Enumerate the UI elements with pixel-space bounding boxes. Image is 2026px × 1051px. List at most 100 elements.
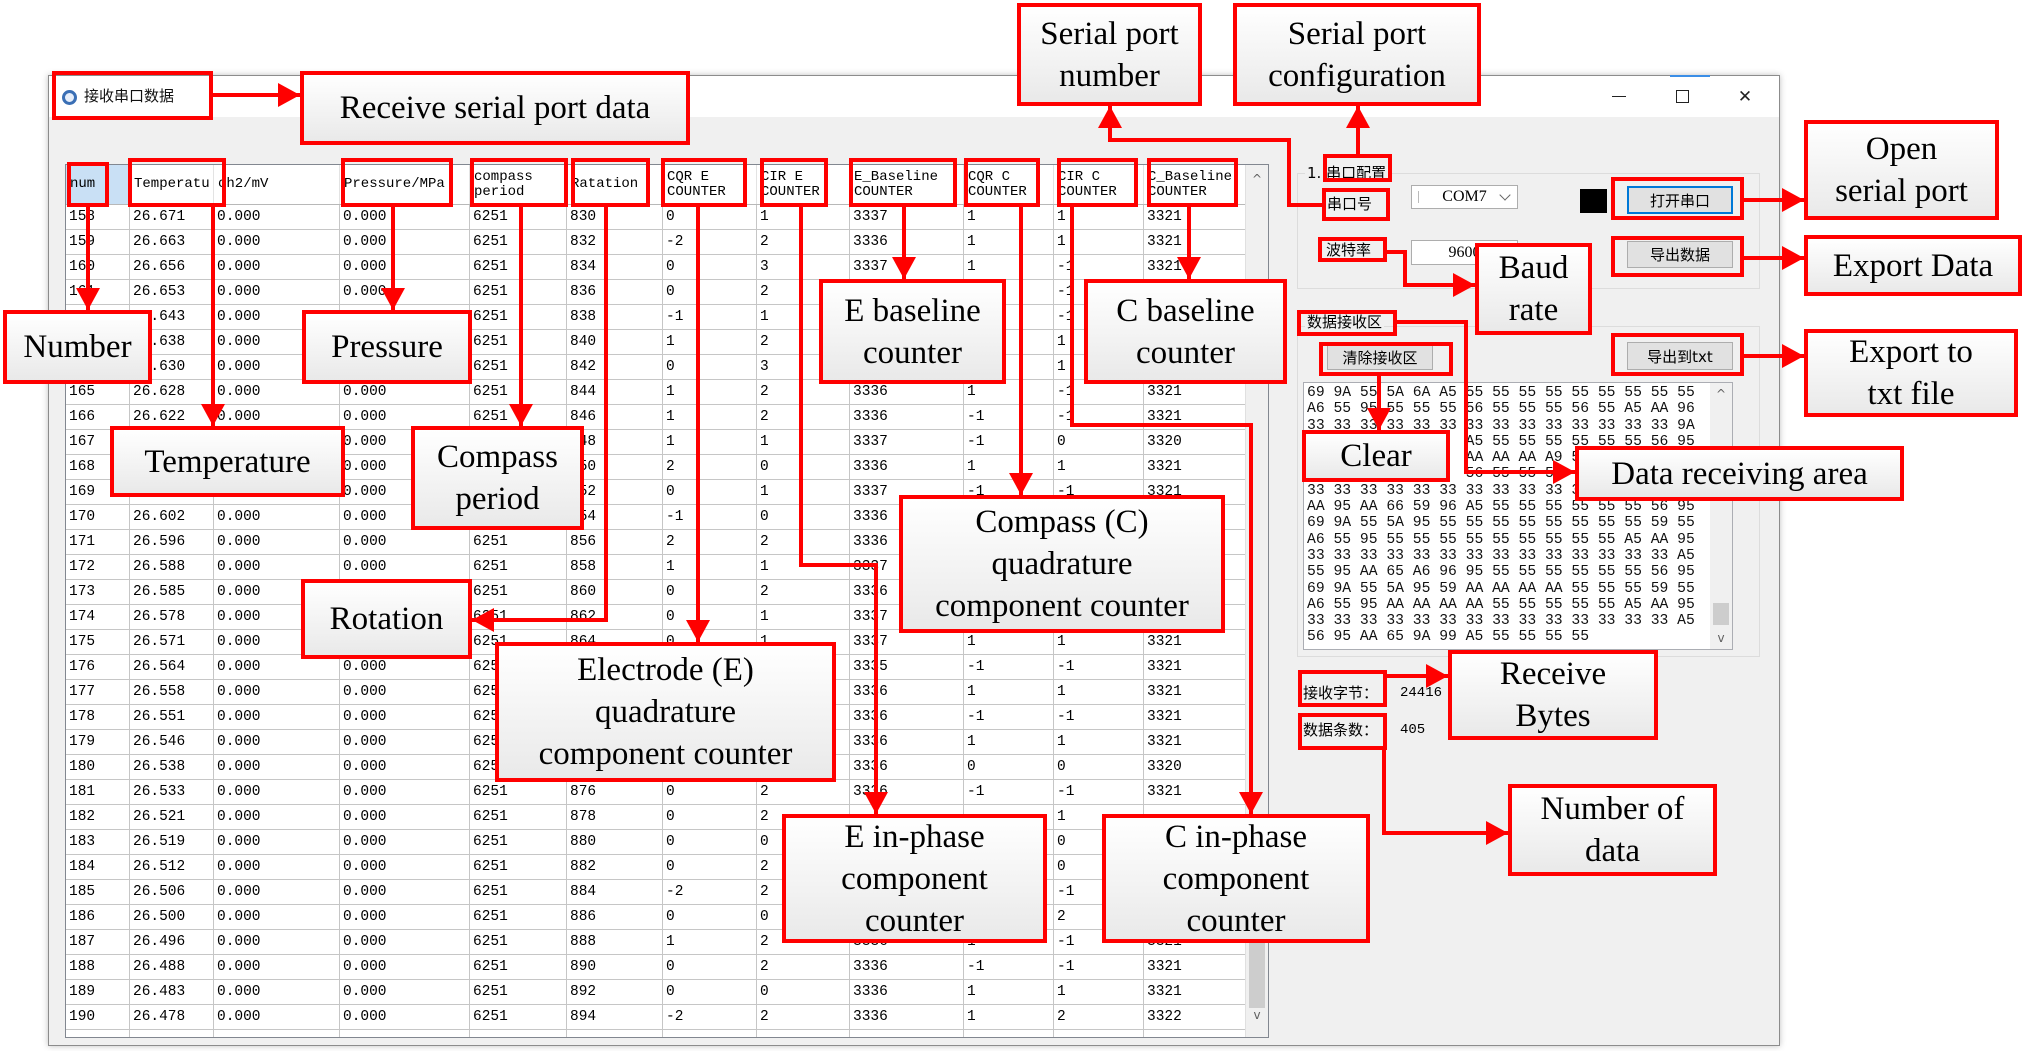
table-cell-pressure[interactable]: 0.000 xyxy=(340,255,470,279)
table-cell-cqr-c[interactable] xyxy=(964,855,1054,879)
table-cell-cqr-c[interactable]: 1 xyxy=(964,255,1054,279)
table-cell-cqr-c[interactable] xyxy=(964,280,1054,304)
table-cell-ch2[interactable]: 0.000 xyxy=(214,855,340,879)
table-cell-temperature[interactable]: 26.546 xyxy=(130,730,214,754)
table-cell-cir-e[interactable]: 2 xyxy=(757,530,850,554)
table-cell-temperature[interactable] xyxy=(130,1030,214,1037)
table-cell-num[interactable]: 187 xyxy=(66,930,130,954)
table-cell-cir-e[interactable]: 3 xyxy=(757,255,850,279)
table-cell-cir-c[interactable]: 1 xyxy=(1054,630,1144,654)
table-cell-compass-period[interactable]: 6251 xyxy=(470,255,567,279)
table-cell-cir-e[interactable]: 0 xyxy=(757,980,850,1004)
table-cell-cqr-c[interactable]: 1 xyxy=(964,455,1054,479)
table-cell-num[interactable]: 158 xyxy=(66,205,130,229)
table-cell-pressure[interactable]: 0.000 xyxy=(340,805,470,829)
table-cell-temperature[interactable]: 26.500 xyxy=(130,905,214,929)
table-cell-pressure[interactable]: 0.000 xyxy=(340,280,470,304)
table-cell-ch2[interactable]: 0.000 xyxy=(214,405,340,429)
table-cell-cqr-e[interactable]: 0 xyxy=(663,605,757,629)
table-cell-compass-period[interactable]: 6251 xyxy=(470,205,567,229)
table-cell-e-baseline[interactable]: 3336 xyxy=(850,230,964,254)
table-cell-rotation[interactable]: 840 xyxy=(567,330,663,354)
table-cell-temperature[interactable]: 26.488 xyxy=(130,955,214,979)
table-cell-cqr-c[interactable]: 1 xyxy=(964,680,1054,704)
table-cell-ch2[interactable]: 0.000 xyxy=(214,555,340,579)
table-cell-cqr-e[interactable]: 0 xyxy=(663,805,757,829)
table-cell-temperature[interactable]: 26.519 xyxy=(130,830,214,854)
table-cell-cir-e[interactable]: 1 xyxy=(757,480,850,504)
column-header-compass-period[interactable]: compass period xyxy=(470,165,567,204)
table-cell-num[interactable]: 176 xyxy=(66,655,130,679)
table-cell-rotation[interactable]: 862 xyxy=(567,605,663,629)
table-cell-e-baseline[interactable]: 3336 xyxy=(850,955,964,979)
table-cell-cqr-e[interactable]: 0 xyxy=(663,480,757,504)
table-cell-ch2[interactable]: 0.000 xyxy=(214,980,340,1004)
table-cell-ch2[interactable]: 0.000 xyxy=(214,880,340,904)
table-cell-cqr-c[interactable]: -1 xyxy=(964,405,1054,429)
table-cell-cir-e[interactable]: 0 xyxy=(757,455,850,479)
table-cell-num[interactable]: 185 xyxy=(66,880,130,904)
table-cell-compass-period[interactable] xyxy=(470,1030,567,1037)
table-cell-c-baseline[interactable]: 3321 xyxy=(1144,630,1248,654)
table-cell-ch2[interactable]: 0.000 xyxy=(214,230,340,254)
table-cell-ch2[interactable]: 0.000 xyxy=(214,730,340,754)
table-cell-cir-e[interactable] xyxy=(757,1030,850,1037)
table-cell-temperature[interactable]: 26.671 xyxy=(130,205,214,229)
table-cell-num[interactable]: 173 xyxy=(66,580,130,604)
table-cell-rotation[interactable]: 832 xyxy=(567,230,663,254)
table-cell-cqr-c[interactable]: 1 xyxy=(964,205,1054,229)
column-header-cqr-c[interactable]: CQR C COUNTER xyxy=(964,165,1054,204)
table-cell-cir-e[interactable]: 1 xyxy=(757,555,850,579)
table-cell-rotation[interactable]: 856 xyxy=(567,530,663,554)
table-cell-temperature[interactable]: 26.558 xyxy=(130,680,214,704)
table-cell-pressure[interactable]: 0.000 xyxy=(340,755,470,779)
table-cell-cqr-c[interactable]: 1 xyxy=(964,630,1054,654)
table-cell-temperature[interactable]: 26.578 xyxy=(130,605,214,629)
table-cell-cir-e[interactable]: 2 xyxy=(757,780,850,804)
table-cell-num[interactable]: 160 xyxy=(66,255,130,279)
table-cell-c-baseline[interactable]: 3321 xyxy=(1144,655,1248,679)
scroll-down-icon[interactable]: v xyxy=(1717,631,1725,645)
table-cell-cqr-c[interactable] xyxy=(964,305,1054,329)
table-cell-num[interactable]: 179 xyxy=(66,730,130,754)
table-cell-c-baseline[interactable]: 3321 xyxy=(1144,405,1248,429)
table-cell-e-baseline[interactable]: 3336 xyxy=(850,455,964,479)
table-cell-rotation[interactable]: 844 xyxy=(567,380,663,404)
table-cell-c-baseline[interactable]: 3320 xyxy=(1144,430,1248,454)
table-cell-compass-period[interactable]: 6251 xyxy=(470,230,567,254)
table-cell-cqr-e[interactable]: 1 xyxy=(663,555,757,579)
table-cell-cir-c[interactable]: 1 xyxy=(1054,980,1144,1004)
table-cell-cqr-e[interactable]: 0 xyxy=(663,355,757,379)
table-cell-temperature[interactable]: 26.512 xyxy=(130,855,214,879)
scroll-down-icon[interactable]: v xyxy=(1253,1008,1261,1022)
table-cell-cqr-c[interactable]: 1 xyxy=(964,380,1054,404)
table-cell-cqr-e[interactable]: 1 xyxy=(663,405,757,429)
table-cell-cqr-e[interactable]: -1 xyxy=(663,305,757,329)
table-cell-c-baseline[interactable]: 3321 xyxy=(1144,255,1248,279)
table-cell-rotation[interactable]: 860 xyxy=(567,580,663,604)
table-cell-cir-e[interactable]: 0 xyxy=(757,505,850,529)
table-cell-compass-period[interactable]: 6251 xyxy=(470,880,567,904)
table-cell-ch2[interactable]: 0.000 xyxy=(214,780,340,804)
table-cell-num[interactable]: 184 xyxy=(66,855,130,879)
table-cell-e-baseline[interactable]: 3336 xyxy=(850,405,964,429)
table-cell-cqr-c[interactable] xyxy=(964,880,1054,904)
table-cell-temperature[interactable]: 26.533 xyxy=(130,780,214,804)
table-cell-rotation[interactable]: 882 xyxy=(567,855,663,879)
table-cell-compass-period[interactable]: 6251 xyxy=(470,930,567,954)
table-cell-cqr-e[interactable]: 1 xyxy=(663,380,757,404)
column-header-e-baseline[interactable]: E_Baseline COUNTER xyxy=(850,165,964,204)
table-cell-ch2[interactable]: 0.000 xyxy=(214,705,340,729)
textarea-scrollbar[interactable]: ^ v xyxy=(1710,383,1732,649)
table-cell-temperature[interactable]: 26.585 xyxy=(130,580,214,604)
table-cell-e-baseline[interactable]: 3337 xyxy=(850,630,964,654)
maximize-button[interactable] xyxy=(1659,76,1705,117)
table-cell-cqr-c[interactable] xyxy=(964,905,1054,929)
table-cell-cir-e[interactable]: 2 xyxy=(757,580,850,604)
